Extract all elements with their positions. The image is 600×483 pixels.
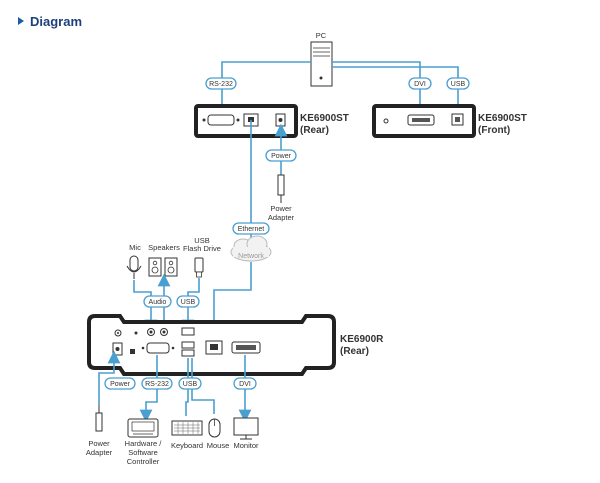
pill-rs232-top: RS-232 [205,77,237,90]
usb-flash-drive-icon [194,257,204,278]
controller-label-2: Software [128,448,158,457]
pc-dvi-line [332,61,427,125]
svg-text:DVI: DVI [414,81,426,88]
pill-power-top: Power [265,149,297,162]
keyboard-icon [171,420,203,436]
usb-flash-label-2: Flash Drive [183,244,221,253]
controller-icon [127,418,159,438]
transmitter-front-name: KE6900ST [478,113,527,124]
pill-usb-top: USB [446,77,470,90]
usb-flash-label-1: USB [194,236,209,245]
controller-label-1: Hardware / [125,439,163,448]
keyboard-label: Keyboard [171,441,203,450]
receiver-rear-name: KE6900R [340,334,384,345]
bottom-power-adapter-label-1: Power [88,439,110,448]
mic-line [133,280,158,333]
pill-usb-bottom: USB [178,377,202,390]
controller-label-3: Controller [127,457,160,466]
transmitter-front-unit [372,104,476,138]
top-power-adapter [277,174,285,203]
svg-text:DVI: DVI [239,381,251,388]
transmitter-rear-unit [194,104,298,138]
mic-label: Mic [129,243,141,252]
pc-usb-line [332,66,465,125]
bottom-power-adapter-label-2: Adapter [86,448,113,457]
monitor-label: Monitor [233,441,259,450]
pill-dvi-top: DVI [408,77,432,90]
svg-text:Ethernet: Ethernet [238,226,265,233]
pill-ethernet: Ethernet [232,222,270,235]
svg-text:Audio: Audio [149,299,167,306]
transmitter-front-sub: (Front) [478,125,510,136]
mic-icon [126,255,142,279]
transmitter-rear-sub: (Rear) [300,125,329,136]
receiver-rear-sub: (Rear) [340,346,369,357]
pc-label: PC [316,31,327,40]
network-cloud-icon [230,235,272,262]
speakers-icon [148,257,178,277]
mouse-label: Mouse [207,441,230,450]
svg-text:Power: Power [110,381,131,388]
bottom-power-adapter [95,405,103,432]
pill-audio: Audio [143,295,172,308]
ethernet-line-bottom [213,262,252,340]
top-power-adapter-label-2: Adapter [268,213,295,222]
svg-text:RS-232: RS-232 [209,81,233,88]
pill-dvi-bottom: DVI [233,377,257,390]
top-power-adapter-label-1: Power [270,204,292,213]
transmitter-rear-name: KE6900ST [300,113,349,124]
mouse-icon [208,418,221,438]
bottom-power-line [98,350,121,405]
pill-usb-flash: USB [176,295,200,308]
svg-text:USB: USB [183,381,198,388]
svg-text:RS-232: RS-232 [145,381,169,388]
usb-flash-line [181,278,200,333]
monitor-icon [233,417,259,440]
diagram-heading: Diagram [18,13,82,29]
svg-text:USB: USB [181,299,196,306]
svg-text:Power: Power [271,153,292,160]
pill-rs232-bottom: RS-232 [141,377,173,390]
pill-power-bottom: Power [104,377,136,390]
heading-text: Diagram [30,13,83,29]
receiver-rear-unit [87,314,336,376]
pc-rs232-line [215,61,311,125]
svg-text:USB: USB [451,81,466,88]
pc-tower [310,41,333,87]
triangle-bullet-icon [18,17,24,25]
speakers-label: Speakers [148,243,180,252]
network-label: Network [238,253,264,260]
